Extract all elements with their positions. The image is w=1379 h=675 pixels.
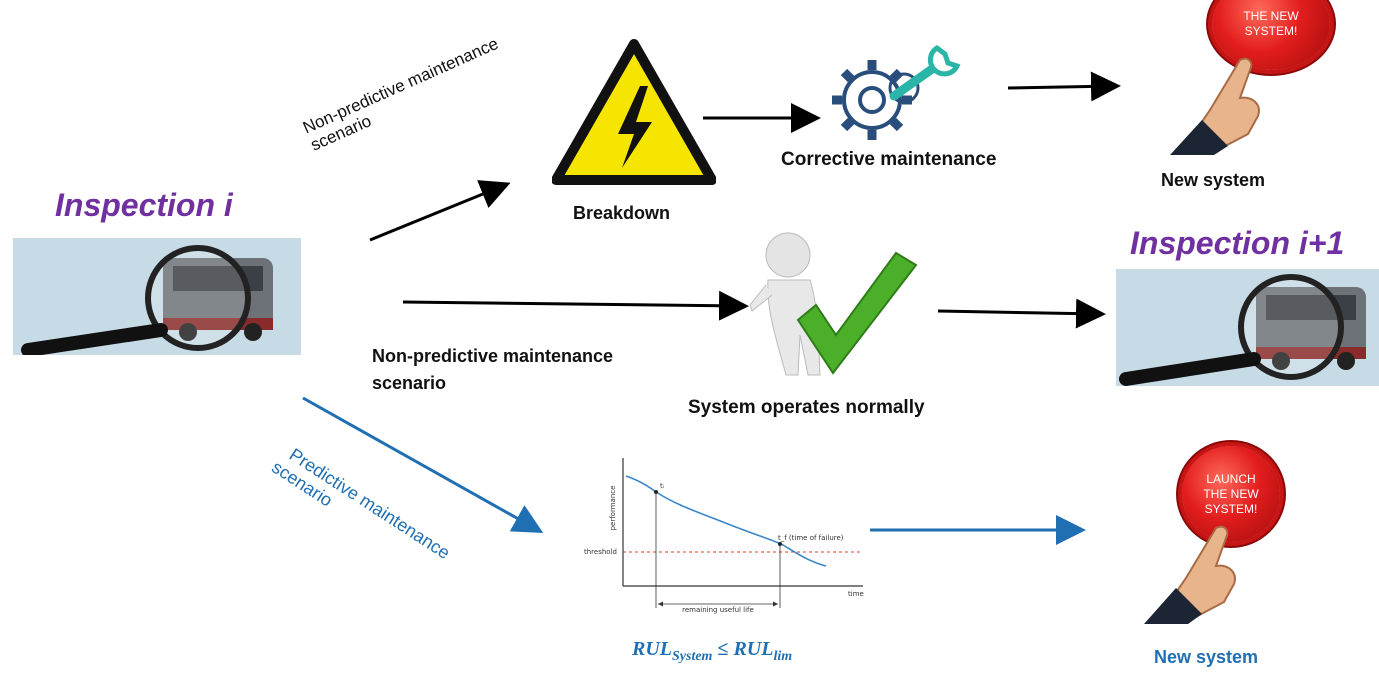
mini-chart-ylabel: performance [609,486,617,531]
arrow-to-inspection-next [937,298,1106,329]
rul-formula-operator: ≤ [717,638,729,660]
pointing-hand-icon [1144,525,1236,624]
mini-chart-ti-label: tᵢ [660,482,664,490]
launch-button-bottom: LAUNCH THE NEW SYSTEM! [1182,446,1280,542]
non-predictive-mid-line1: Non-predictive maintenance [372,346,614,366]
rul-degradation-chart: performance time threshold tᵢ t_f (time … [584,458,864,614]
mini-chart-performance-curve [625,475,827,567]
mini-chart-xlabel: time [848,590,864,598]
launch-button-bottom-line3: SYSTEM! [1204,501,1258,516]
non-predictive-mid-label: Non-predictive maintenance scenario [372,343,613,397]
inspection-i-image [13,238,301,355]
rul-formula: RULSystem ≤ RULlim [632,638,792,665]
launch-button-top-line2: SYSTEM! [1244,24,1298,38]
rul-formula-lhs: RUL [632,638,672,660]
non-predictive-mid-line2: scenario [372,373,447,393]
magnifier-bus-icon [1116,269,1379,386]
system-operates-normally-label: System operates normally [688,397,925,418]
breakdown-label: Breakdown [573,203,671,223]
corrective-maintenance-label: Corrective maintenance [781,149,997,170]
arrow-to-new-system-top [1007,71,1121,102]
launch-button-top-line1: THE NEW [1243,9,1299,23]
mini-chart-threshold-label: threshold [584,548,617,556]
pointing-hand-icon [1170,57,1260,155]
inspection-i1-title: Inspection i+1 [1130,225,1345,261]
magnifier-bus-icon [13,238,301,355]
mini-chart-rul-label: remaining useful life [682,606,754,614]
inspection-i1-image [1116,269,1379,386]
arrow-to-breakdown [369,180,511,242]
arrow-to-normal-operation [402,290,749,321]
inspection-i-title: Inspection i [55,187,233,223]
rul-formula-lhs-sub: System [672,649,713,664]
gear-wrench-icon [832,44,961,140]
rul-formula-rhs: RUL [733,638,774,660]
mini-chart-tf-label: t_f (time of failure) [778,534,844,542]
rul-formula-rhs-sub: lim [773,649,793,664]
launch-button-bottom-line2: THE NEW [1203,486,1259,501]
person-checkmark-icon [749,232,918,376]
warning-triangle-icon [552,39,716,185]
launch-button-bottom-line1: LAUNCH [1206,471,1256,486]
new-system-bottom-label: New system [1154,647,1259,667]
new-system-top-label: New system [1161,170,1266,190]
arrow-to-rul-chart [302,396,544,533]
